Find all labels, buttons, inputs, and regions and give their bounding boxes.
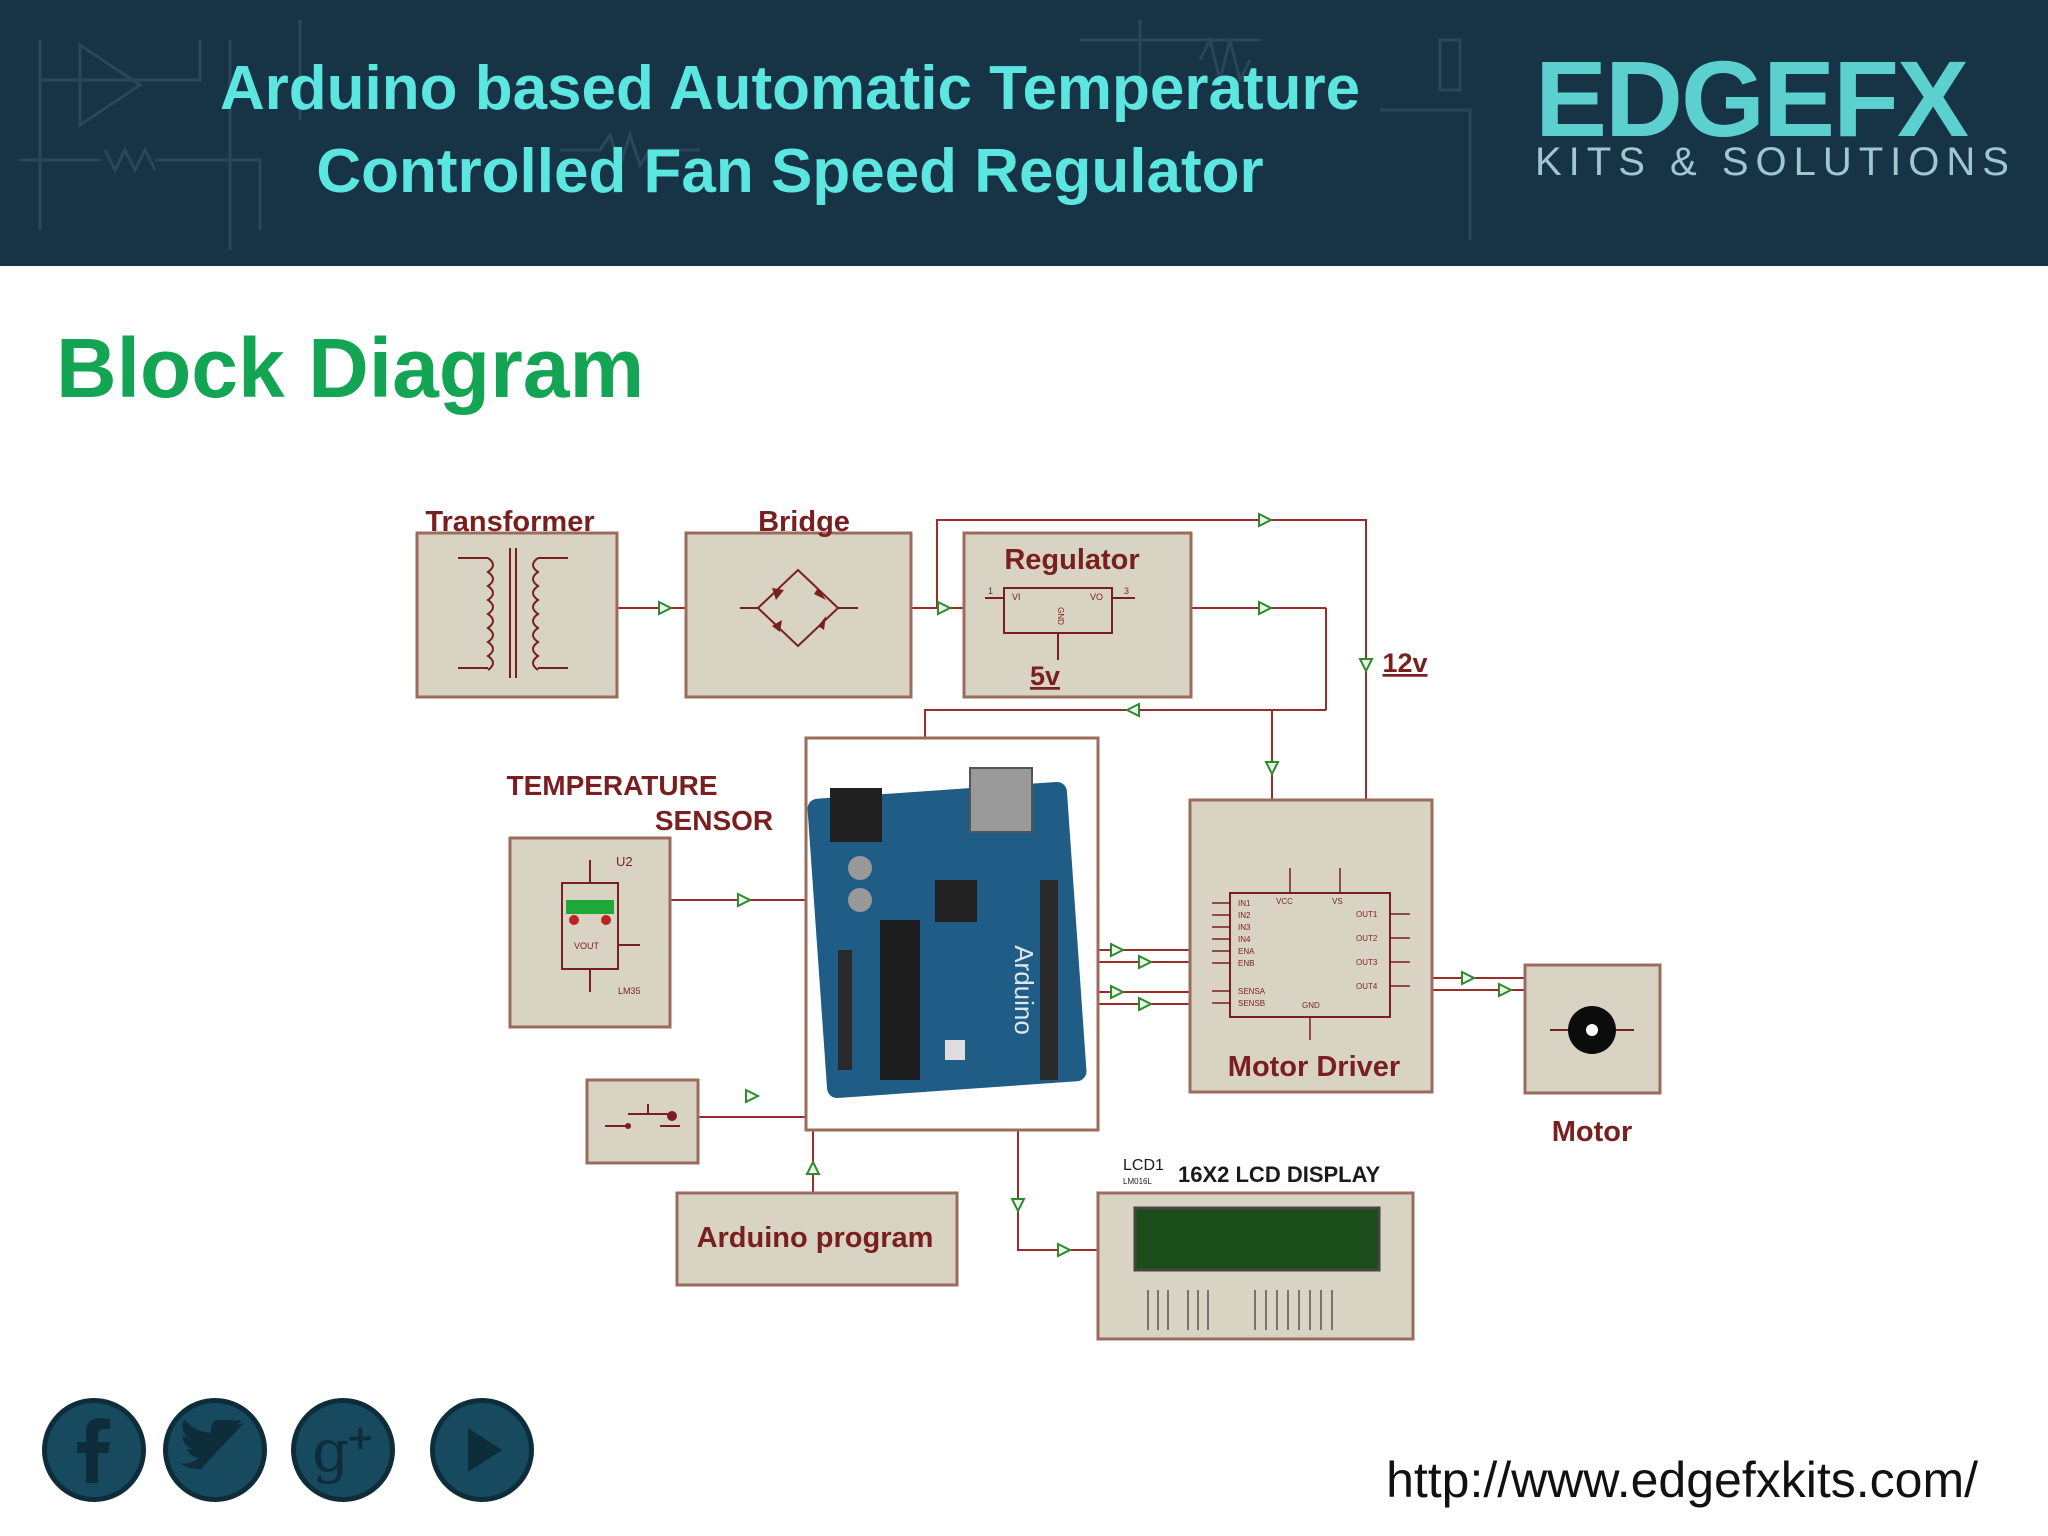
google-plus-button[interactable]: g + — [291, 1398, 395, 1502]
twitter-button[interactable] — [163, 1398, 267, 1502]
md-vcc: VCC — [1276, 897, 1293, 906]
title-line-2: Controlled Fan Speed Regulator — [316, 137, 1264, 206]
md-in3: IN3 — [1238, 923, 1251, 932]
md-enb: ENB — [1238, 959, 1254, 968]
facebook-button[interactable] — [42, 1398, 146, 1502]
md-out2: OUT2 — [1356, 934, 1378, 943]
transformer-block — [415, 531, 619, 699]
push-button-block — [585, 1078, 700, 1165]
edgefx-logo: EDGEFX — [1535, 38, 1969, 159]
temp-sensor-label-1: TEMPERATURE — [506, 770, 717, 801]
reg-pin1: 1 — [988, 586, 993, 596]
block-diagram: Transformer Bridge VI VO 1 3 GND Regulat… — [415, 506, 1662, 1341]
motor-block — [1523, 963, 1662, 1095]
lm35-label: LM35 — [618, 986, 641, 996]
md-in1: IN1 — [1238, 899, 1251, 908]
section-title: Block Diagram — [56, 321, 645, 415]
arduino-program-label: Arduino program — [697, 1222, 934, 1254]
bridge-label: Bridge — [758, 506, 850, 538]
u2-label: U2 — [616, 854, 633, 869]
header-banner: Arduino based Automatic Temperature Cont… — [0, 0, 2048, 266]
lm016l-label: LM016L — [1123, 1177, 1152, 1186]
svg-text:+: + — [346, 1418, 375, 1458]
lcd-display-block — [1096, 1191, 1415, 1341]
arduino-board-label: Arduino — [1009, 945, 1039, 1035]
md-sensb: SENSB — [1238, 999, 1265, 1008]
reg-gnd: GND — [1056, 607, 1065, 625]
reg-vi: VI — [1012, 592, 1021, 602]
twitter-icon — [180, 1420, 245, 1470]
google-plus-icon: g + — [312, 1417, 375, 1485]
play-icon — [468, 1428, 502, 1472]
reg-pin3: 3 — [1124, 586, 1129, 596]
motor-driver-block: IN1 IN2 IN3 IN4 ENA ENB SENSA SENSB OUT1… — [1188, 798, 1434, 1094]
temperature-sensor-block: U2 VOUT LM35 — [508, 836, 672, 1029]
12v-label: 12v — [1382, 648, 1427, 678]
vout-label: VOUT — [574, 941, 600, 951]
circuit-background — [20, 20, 1472, 250]
motor-driver-label: Motor Driver — [1228, 1051, 1400, 1083]
arduino-board: Arduino — [804, 736, 1100, 1132]
md-out3: OUT3 — [1356, 958, 1378, 967]
website-url[interactable]: http://www.edgefxkits.com/ — [1386, 1452, 1978, 1508]
svg-text:g: g — [312, 1417, 349, 1485]
md-in2: IN2 — [1238, 911, 1251, 920]
md-out1: OUT1 — [1356, 910, 1378, 919]
transformer-label: Transformer — [425, 506, 594, 538]
md-sensa: SENSA — [1238, 987, 1266, 996]
arduino-program-block — [675, 1191, 959, 1287]
reg-vo: VO — [1090, 592, 1103, 602]
bridge-block — [684, 531, 913, 699]
temp-sensor-label-2: SENSOR — [655, 805, 773, 836]
lcd-display-label: 16X2 LCD DISPLAY — [1178, 1162, 1380, 1187]
md-vs: VS — [1332, 897, 1343, 906]
regulator-label: Regulator — [1004, 544, 1139, 576]
youtube-button[interactable] — [430, 1398, 534, 1502]
facebook-icon — [77, 1418, 110, 1483]
title-line-1: Arduino based Automatic Temperature — [219, 54, 1361, 123]
lcd1-label: LCD1 — [1123, 1157, 1164, 1174]
md-out4: OUT4 — [1356, 982, 1378, 991]
5v-label: 5v — [1030, 661, 1060, 691]
md-ena: ENA — [1238, 947, 1255, 956]
motor-label: Motor — [1552, 1116, 1633, 1148]
logo-tagline: KITS & SOLUTIONS — [1535, 140, 2016, 184]
regulator-block: VI VO 1 3 GND — [962, 531, 1193, 699]
md-in4: IN4 — [1238, 935, 1251, 944]
md-gnd: GND — [1302, 1001, 1320, 1010]
